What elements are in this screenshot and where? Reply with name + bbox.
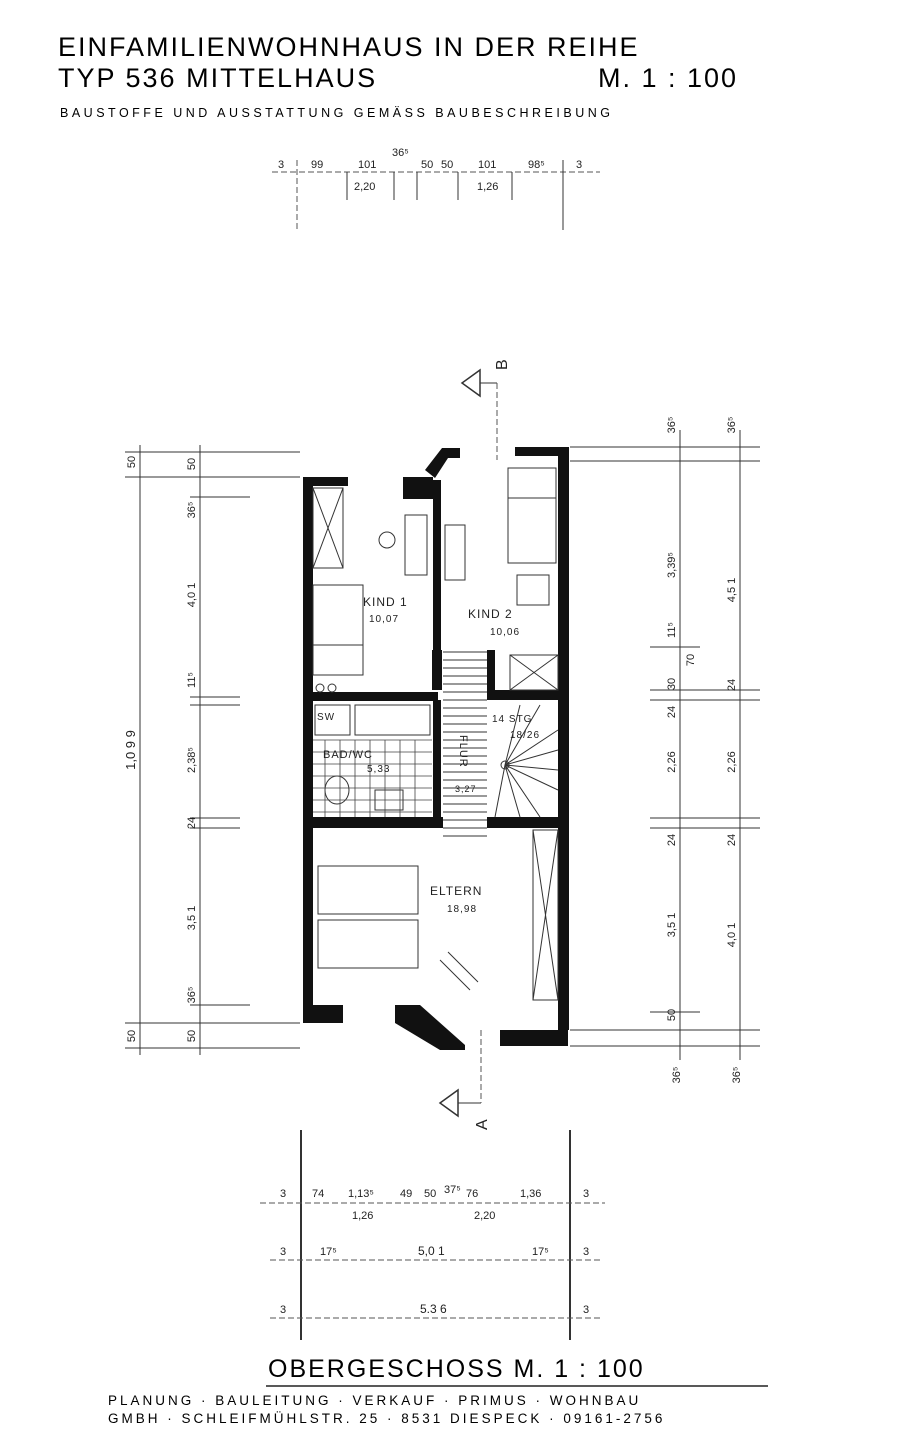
dim-left-inner: 2,38⁵ <box>186 747 198 773</box>
stair-ratio: 18/26 <box>510 730 540 741</box>
dim-right-outer: 4,0 1 <box>726 923 738 947</box>
right-dimension-chains: 36⁵ 3,39⁵ 11⁵ 70 30 24 2,26 24 3,5 1 50 … <box>570 417 760 1084</box>
dim-right-outer: 36⁵ <box>726 417 738 434</box>
dim-top: 36⁵ <box>392 147 409 159</box>
dim-left-inner: 11⁵ <box>186 672 198 688</box>
dim-right-outer: 4,5 1 <box>726 578 738 602</box>
dim-bottom-row1: 50 <box>424 1188 436 1200</box>
dim-bottom-row1-sub: 1,26 <box>352 1210 373 1222</box>
dim-right-inner: 36⁵ <box>671 1067 683 1084</box>
room-sw-label: SW <box>317 712 335 723</box>
dim-top-sub: 1,26 <box>477 181 498 193</box>
room-kind2-name: KIND 2 <box>468 607 513 621</box>
dim-right-inner: 3,39⁵ <box>666 552 678 578</box>
dim-right-inner: 11⁵ <box>666 622 678 638</box>
dim-bottom-row2: 17⁵ <box>320 1246 337 1258</box>
dim-left-outer: 1,0 9 9 <box>123 730 138 770</box>
top-dimension-chain: 3 99 101 36⁵ 50 50 101 98⁵ 3 2,20 1,26 <box>272 147 600 230</box>
dim-right-inner: 24 <box>666 834 678 846</box>
dim-right-outer: 36⁵ <box>731 1067 743 1084</box>
furniture <box>312 467 559 1001</box>
dim-left-inner: 4,0 1 <box>186 583 198 607</box>
room-kind1-area: 10,07 <box>369 614 399 625</box>
stair-steps: 14 STG <box>492 714 532 725</box>
spiral-stair <box>494 704 559 818</box>
room-kind1-name: KIND 1 <box>363 595 408 609</box>
title-line1: EINFAMILIENWOHNHAUS IN DER REIHE <box>58 32 640 62</box>
dim-top: 99 <box>311 159 323 171</box>
dim-bottom-row3: 3 <box>280 1304 286 1316</box>
dim-top: 3 <box>576 159 582 171</box>
dim-bottom-row1: 1,13⁵ <box>348 1188 374 1200</box>
dim-top: 50 <box>421 159 433 171</box>
dim-bottom-row1: 3 <box>280 1188 286 1200</box>
dim-top: 3 <box>278 159 284 171</box>
dim-top: 101 <box>478 159 496 171</box>
dim-bottom-row1: 1,36 <box>520 1188 541 1200</box>
dim-bottom-row2: 5,0 1 <box>418 1244 445 1258</box>
section-label-b: B <box>494 359 511 370</box>
dim-left-inner: 36⁵ <box>186 502 198 519</box>
dim-bottom-row3: 5.3 6 <box>420 1302 447 1316</box>
title-line2: TYP 536 MITTELHAUS <box>58 63 377 93</box>
room-bad-name: BAD/WC <box>323 749 373 761</box>
section-marker-a: A <box>438 1030 491 1130</box>
room-eltern-name: ELTERN <box>430 884 482 898</box>
room-eltern-area: 18,98 <box>447 904 477 915</box>
dim-top: 98⁵ <box>528 159 545 171</box>
dim-bottom-row2: 3 <box>280 1246 286 1258</box>
footer-line2: GMBH · SCHLEIFMÜHLSTR. 25 · 8531 DIESPEC… <box>108 1411 665 1426</box>
room-bad-area: 5,33 <box>367 764 390 775</box>
dim-right-inner: 70 <box>685 654 697 666</box>
footer-title: OBERGESCHOSS M. 1 : 100 <box>268 1355 645 1383</box>
dim-left-inner: 36⁵ <box>186 987 198 1004</box>
section-marker-b: B <box>460 359 511 460</box>
dim-right-inner: 2,26 <box>666 751 678 772</box>
bottom-dimension-chains: 3 74 1,13⁵ 49 50 37⁵ 76 1,36 3 1,26 2,20… <box>260 1130 605 1340</box>
dim-bottom-row1: 49 <box>400 1188 412 1200</box>
bath-tiles <box>313 739 432 817</box>
dim-bottom-row2: 3 <box>583 1246 589 1258</box>
dim-right-outer: 24 <box>726 834 738 846</box>
dim-top: 101 <box>358 159 376 171</box>
walls <box>303 447 569 1050</box>
dim-right-inner: 24 <box>666 706 678 718</box>
dim-right-inner: 3,5 1 <box>666 913 678 937</box>
dim-right-outer: 24 <box>726 679 738 691</box>
dim-bottom-row2: 17⁵ <box>532 1246 549 1258</box>
dim-right-inner: 30 <box>666 678 678 690</box>
title-scale: M. 1 : 100 <box>598 63 738 93</box>
dim-right-inner: 36⁵ <box>666 417 678 434</box>
dim-left-inner: 24 <box>186 817 198 829</box>
dim-bottom-row1: 74 <box>312 1188 324 1200</box>
room-flur-area: 3,27 <box>455 784 477 794</box>
left-dimension-chains: 50 1,0 9 9 50 50 36⁵ 4,0 1 11⁵ 2,38⁵ 24 … <box>123 445 300 1055</box>
dim-right-inner: 50 <box>666 1009 678 1021</box>
dim-left-inner: 50 <box>186 1030 198 1042</box>
dim-bottom-row1: 37⁵ <box>444 1184 461 1196</box>
dim-left-inner: 50 <box>186 458 198 470</box>
dim-bottom-row1: 3 <box>583 1188 589 1200</box>
dim-left-inner: 3,5 1 <box>186 906 198 930</box>
footer-line1: PLANUNG · BAULEITUNG · VERKAUF · PRIMUS … <box>108 1393 641 1408</box>
dim-bottom-row1-sub: 2,20 <box>474 1210 495 1222</box>
dim-left-outer: 50 <box>126 1030 138 1042</box>
straight-stair <box>443 651 487 837</box>
dim-top-sub: 2,20 <box>354 181 375 193</box>
dim-bottom-row1: 76 <box>466 1188 478 1200</box>
title-line3: BAUSTOFFE UND AUSSTATTUNG GEMÄSS BAUBESC… <box>60 106 613 120</box>
section-label-a: A <box>474 1119 491 1130</box>
dim-bottom-row3: 3 <box>583 1304 589 1316</box>
room-flur-name: FLUR <box>457 735 469 768</box>
dim-left-outer: 50 <box>126 456 138 468</box>
room-kind2-area: 10,06 <box>490 627 520 638</box>
dim-top: 50 <box>441 159 453 171</box>
dim-right-outer: 2,26 <box>726 751 738 772</box>
